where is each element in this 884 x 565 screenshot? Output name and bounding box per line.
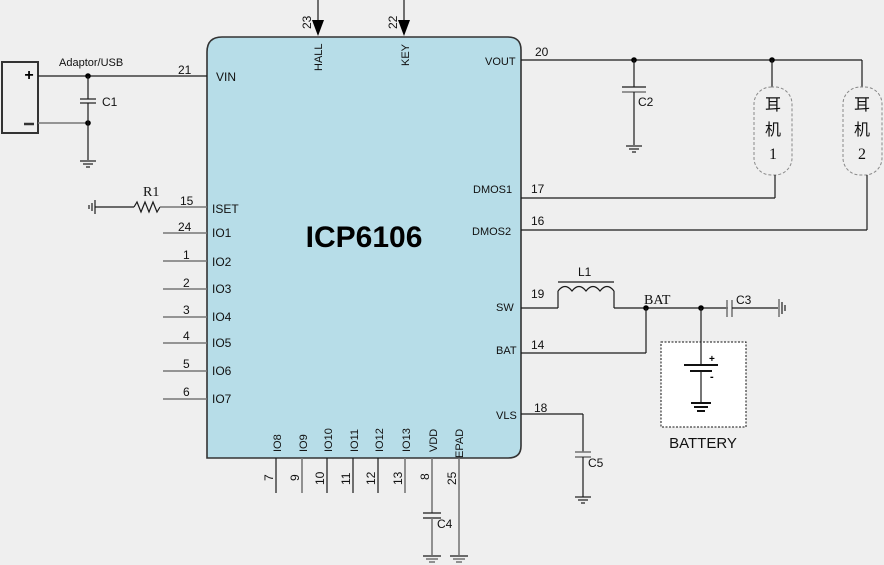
svg-text:25: 25 xyxy=(445,471,459,485)
ground-icon xyxy=(778,299,786,317)
resistor-r1 xyxy=(133,200,161,214)
pin-number-vout: 20 xyxy=(535,45,549,59)
svg-text:3: 3 xyxy=(183,303,190,317)
pin-bat: BAT xyxy=(496,345,517,357)
pin-vls: VLS xyxy=(496,410,517,422)
pin-hall: 23 HALL xyxy=(300,0,325,71)
c4-label: C4 xyxy=(437,517,453,531)
svg-text:11: 11 xyxy=(339,472,353,485)
svg-text:-: - xyxy=(710,371,714,383)
pin-sw: SW xyxy=(496,302,514,314)
svg-text:IO7: IO7 xyxy=(212,392,232,406)
pin-vin: VIN xyxy=(216,70,236,84)
svg-text:IO12: IO12 xyxy=(374,428,386,452)
svg-text:23: 23 xyxy=(300,15,314,29)
pin-key: 22 KEY xyxy=(386,0,412,66)
svg-text:2: 2 xyxy=(858,146,866,163)
c1-label: C1 xyxy=(102,95,118,109)
svg-text:12: 12 xyxy=(364,471,378,485)
svg-text:1: 1 xyxy=(769,146,777,163)
svg-text:1: 1 xyxy=(183,248,190,262)
earphone-2 xyxy=(842,86,883,176)
svg-text:IO10: IO10 xyxy=(323,428,335,452)
pin-epad: 25 EPAD xyxy=(445,429,466,555)
pin-number-bat: 14 xyxy=(531,338,545,352)
svg-text:IO3: IO3 xyxy=(212,282,232,296)
battery-label: BATTERY xyxy=(669,435,737,452)
c3-label: C3 xyxy=(736,293,752,307)
pin-number-vin: 21 xyxy=(178,63,192,77)
adaptor-label: Adaptor/USB xyxy=(59,57,123,69)
pin-number-sw: 19 xyxy=(531,287,545,301)
ground-icon xyxy=(691,402,711,412)
ground-icon xyxy=(626,145,642,153)
svg-text:IO8: IO8 xyxy=(272,434,284,452)
left-io-pins: 24 IO1 1 IO2 2 IO3 3 IO4 4 IO5 5 IO6 6 I… xyxy=(163,220,232,406)
svg-text:耳: 耳 xyxy=(854,97,870,114)
svg-text:5: 5 xyxy=(183,357,190,371)
svg-text:13: 13 xyxy=(391,471,405,485)
svg-text:机: 机 xyxy=(854,121,870,139)
svg-text:2: 2 xyxy=(183,276,190,290)
bottom-io-pins: 7 IO8 9 IO9 10 IO10 11 IO11 12 IO12 13 I… xyxy=(262,428,413,493)
svg-text:4: 4 xyxy=(183,329,190,343)
pin-vout: VOUT xyxy=(485,56,516,68)
pin-number-iset: 15 xyxy=(180,194,194,208)
svg-text:6: 6 xyxy=(183,385,190,399)
chip-name: ICP6106 xyxy=(306,221,423,254)
pin-number-dmos2: 16 xyxy=(531,214,545,228)
chip-body xyxy=(206,36,522,459)
c2-label: C2 xyxy=(638,95,654,109)
pin-number-dmos1: 17 xyxy=(531,182,545,196)
plus-sign: + xyxy=(24,67,33,84)
inductor-l1 xyxy=(557,285,615,292)
ground-icon xyxy=(423,555,441,563)
svg-text:KEY: KEY xyxy=(400,43,412,66)
svg-text:10: 10 xyxy=(313,471,327,485)
r1-label: R1 xyxy=(143,185,159,200)
pin-dmos1: DMOS1 xyxy=(473,184,512,196)
svg-text:IO1: IO1 xyxy=(212,226,232,240)
pin-iset: ISET xyxy=(212,202,239,216)
ground-icon xyxy=(88,200,96,214)
svg-text:8: 8 xyxy=(418,473,432,480)
svg-text:24: 24 xyxy=(178,220,192,234)
battery-box xyxy=(660,341,747,428)
pin-dmos2: DMOS2 xyxy=(472,226,511,238)
svg-text:IO5: IO5 xyxy=(212,336,232,350)
ground-icon xyxy=(80,160,96,168)
svg-text:22: 22 xyxy=(386,15,400,29)
svg-text:7: 7 xyxy=(262,474,276,481)
svg-text:IO13: IO13 xyxy=(401,428,413,452)
svg-text:耳: 耳 xyxy=(765,97,781,114)
pin-number-vls: 18 xyxy=(534,401,548,415)
pin-vdd: 8 VDD xyxy=(418,429,440,513)
l1-label: L1 xyxy=(578,265,592,279)
dc-source xyxy=(1,61,39,134)
svg-text:9: 9 xyxy=(288,474,302,481)
c5-label: C5 xyxy=(588,456,604,470)
earphone-1 xyxy=(753,86,793,176)
svg-text:EPAD: EPAD xyxy=(454,429,466,458)
svg-text:IO2: IO2 xyxy=(212,255,232,269)
svg-text:IO11: IO11 xyxy=(349,429,361,452)
svg-text:HALL: HALL xyxy=(313,43,325,71)
bat-net-label: BAT xyxy=(644,293,671,308)
svg-text:机: 机 xyxy=(765,121,781,139)
svg-text:+: + xyxy=(709,354,715,365)
svg-text:IO4: IO4 xyxy=(212,310,232,324)
svg-text:VDD: VDD xyxy=(428,429,440,452)
ground-icon xyxy=(575,496,591,504)
svg-text:IO6: IO6 xyxy=(212,364,232,378)
svg-text:IO9: IO9 xyxy=(298,434,310,452)
ground-icon xyxy=(450,555,468,563)
